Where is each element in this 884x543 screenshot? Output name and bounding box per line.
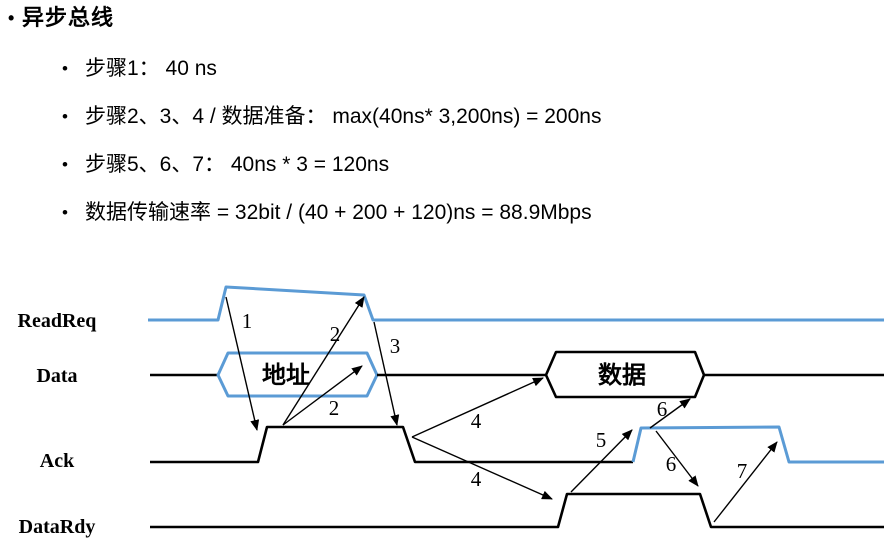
step-arrow-2a [282,296,365,426]
timing-diagram: ReadReq Data Ack DataRdy 1 2 2 3 4 [18,285,884,538]
bullet-marker: • [62,107,68,126]
bullet-text-step1: 步骤1： 40 ns [85,57,217,80]
step-arrow-6b [655,430,699,487]
step-arrow-2b [282,365,363,426]
bullet-text-rate: 数据传输速率 = 32bit / (40 + 200 + 120)ns = 88… [85,201,592,224]
signal-label-readreq: ReadReq [18,310,97,332]
step-label-6a: 6 [657,397,668,421]
step-label-7: 7 [737,459,748,483]
bullet-text-steps567: 步骤5、6、7： 40ns * 3 = 120ns [85,153,390,176]
bullet-item-steps567: • 步骤5、6、7： 40ns * 3 = 120ns [62,151,389,178]
signal-label-datardy: DataRdy [19,516,96,538]
step-label-2a: 2 [330,322,341,346]
title-bullet-marker: • [8,8,15,28]
slide-title-text: 异步总线 [22,5,115,30]
step-arrow-5 [570,429,633,493]
signal-label-ack: Ack [40,450,75,472]
step-label-1: 1 [242,309,253,333]
step-arrow-3 [373,321,400,426]
step-label-2b: 2 [329,396,340,420]
step-label-3: 3 [390,334,401,358]
bullet-text-steps234: 步骤2、3、4 / 数据准备： max(40ns* 3,200ns) = 200… [85,105,602,128]
data-bus-label: 数据 [598,362,646,389]
slide-title: • 异步总线 [8,5,114,31]
ack-waveform-first-pulse [150,425,633,464]
step-arrow-1 [225,296,260,431]
bullet-item-step1: • 步骤1： 40 ns [62,55,217,82]
signal-label-data: Data [36,365,77,387]
step-arrow-4a [411,377,544,438]
bullet-marker: • [62,155,68,174]
step-arrow-6a [649,398,691,429]
bullet-marker: • [62,59,68,78]
address-bus-label: 地址 [262,362,310,389]
step-arrow-7 [713,441,778,523]
step-arrow-4b [411,436,553,500]
step-label-4b: 4 [471,467,482,491]
bullet-item-steps234: • 步骤2、3、4 / 数据准备： max(40ns* 3,200ns) = 2… [62,103,601,130]
bullet-marker: • [62,203,68,222]
ack-waveform-second-pulse [631,425,884,464]
step-label-5: 5 [596,428,607,452]
step-label-6b: 6 [666,452,677,476]
datardy-waveform [150,492,884,529]
readreq-waveform [148,285,884,322]
bullet-item-rate: • 数据传输速率 = 32bit / (40 + 200 + 120)ns = … [62,199,592,226]
step-label-4a: 4 [471,409,482,433]
